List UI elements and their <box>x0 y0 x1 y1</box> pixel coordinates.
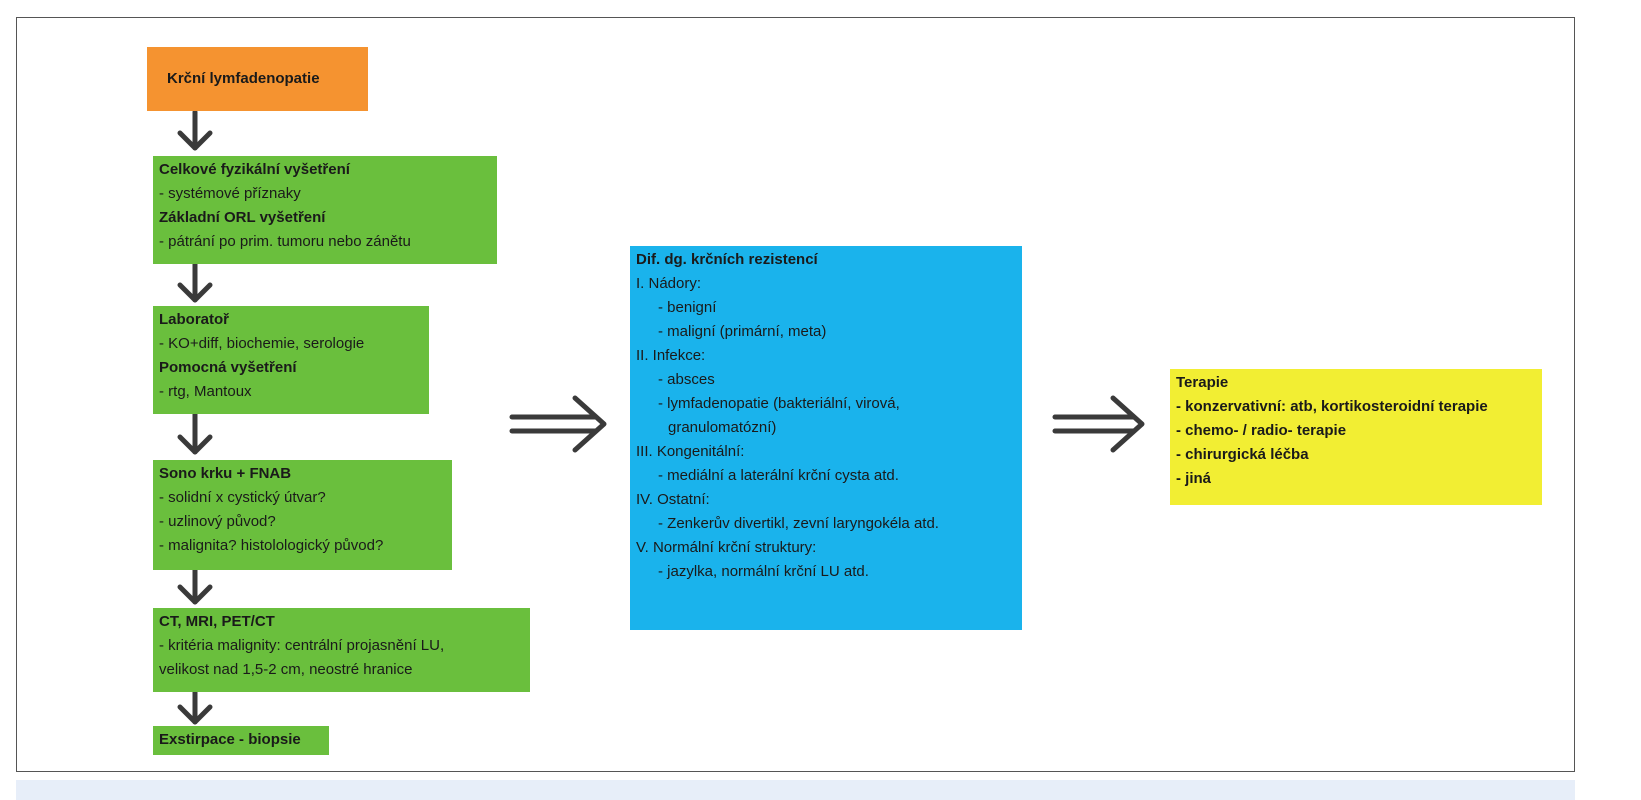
step-line: - solidní x cystický útvar? <box>159 489 326 506</box>
step-line: CT, MRI, PET/CT <box>159 613 275 630</box>
therapy-item: - chirurgická léčba <box>1176 446 1309 463</box>
therapy-box: Terapie - konzervativní: atb, kortikoste… <box>1170 369 1542 505</box>
step-box-sono: Sono krku + FNAB - solidní x cystický út… <box>153 460 452 570</box>
differential-line: - lymfadenopatie (bakteriální, virová, <box>658 395 900 412</box>
step-line: Sono krku + FNAB <box>159 465 292 482</box>
step-line: Laboratoř <box>159 311 230 328</box>
differential-line: - mediální a laterální krční cysta atd. <box>658 467 899 484</box>
down-arrow-1 <box>177 109 213 151</box>
step-box-exam: Celkové fyzikální vyšetření - systémové … <box>153 156 497 264</box>
double-arrow-1 <box>509 395 607 453</box>
differential-line: - benigní <box>658 299 717 316</box>
differential-line: III. Kongenitální: <box>636 443 745 460</box>
differential-line: - Zenkerův divertikl, zevní laryngokéla … <box>658 515 939 532</box>
down-arrow-5 <box>177 689 213 725</box>
down-arrow-4 <box>177 567 213 605</box>
step-line: Celkové fyzikální vyšetření <box>159 161 350 178</box>
step-box-ct: CT, MRI, PET/CT - kritéria malignity: ce… <box>153 608 530 692</box>
step-line: Pomocná vyšetření <box>159 359 297 376</box>
down-arrow-3 <box>177 411 213 455</box>
step-line: - pátrání po prim. tumoru nebo zánětu <box>159 233 411 250</box>
step-line: - malignita? histolologický původ? <box>159 537 384 554</box>
differential-line: IV. Ostatní: <box>636 491 710 508</box>
differential-line: - absces <box>658 371 715 388</box>
differential-box: Dif. dg. krčních rezistencí I. Nádory: -… <box>630 246 1022 630</box>
therapy-heading: Terapie <box>1176 374 1229 391</box>
step-line: - uzlinový původ? <box>159 513 276 530</box>
title-box: Krční lymfadenopatie <box>147 47 368 111</box>
differential-line: I. Nádory: <box>636 275 702 292</box>
differential-heading: Dif. dg. krčních rezistencí <box>636 251 818 268</box>
differential-line: - jazylka, normální krční LU atd. <box>658 563 869 580</box>
double-arrow-2 <box>1052 395 1145 453</box>
arrows-layer <box>177 109 1145 725</box>
therapy-item: - chemo- / radio- terapie <box>1176 422 1347 439</box>
down-arrow-2 <box>177 261 213 303</box>
step-line: - kritéria malignity: centrální projasně… <box>159 637 445 654</box>
step-line: - rtg, Mantoux <box>159 383 252 400</box>
step-box-lab: Laboratoř - KO+diff, biochemie, serologi… <box>153 306 429 414</box>
therapy-item: - jiná <box>1176 470 1212 487</box>
step-line: velikost nad 1,5-2 cm, neostré hranice <box>159 661 413 678</box>
differential-line: II. Infekce: <box>636 347 706 364</box>
differential-line: - maligní (primární, meta) <box>658 323 827 340</box>
caption-strip <box>16 780 1575 800</box>
final-step-text: Exstirpace - biopsie <box>159 731 301 748</box>
differential-line: V. Normální krční struktury: <box>636 539 817 556</box>
title-text: Krční lymfadenopatie <box>167 70 320 87</box>
step-box-exstirpace: Exstirpace - biopsie <box>153 726 329 755</box>
therapy-item: - konzervativní: atb, kortikosteroidní t… <box>1176 398 1488 415</box>
step-line: - systémové příznaky <box>159 185 301 202</box>
step-line: - KO+diff, biochemie, serologie <box>159 335 365 352</box>
step-line: Základní ORL vyšetření <box>159 209 326 226</box>
differential-line: granulomatózní) <box>668 419 777 436</box>
